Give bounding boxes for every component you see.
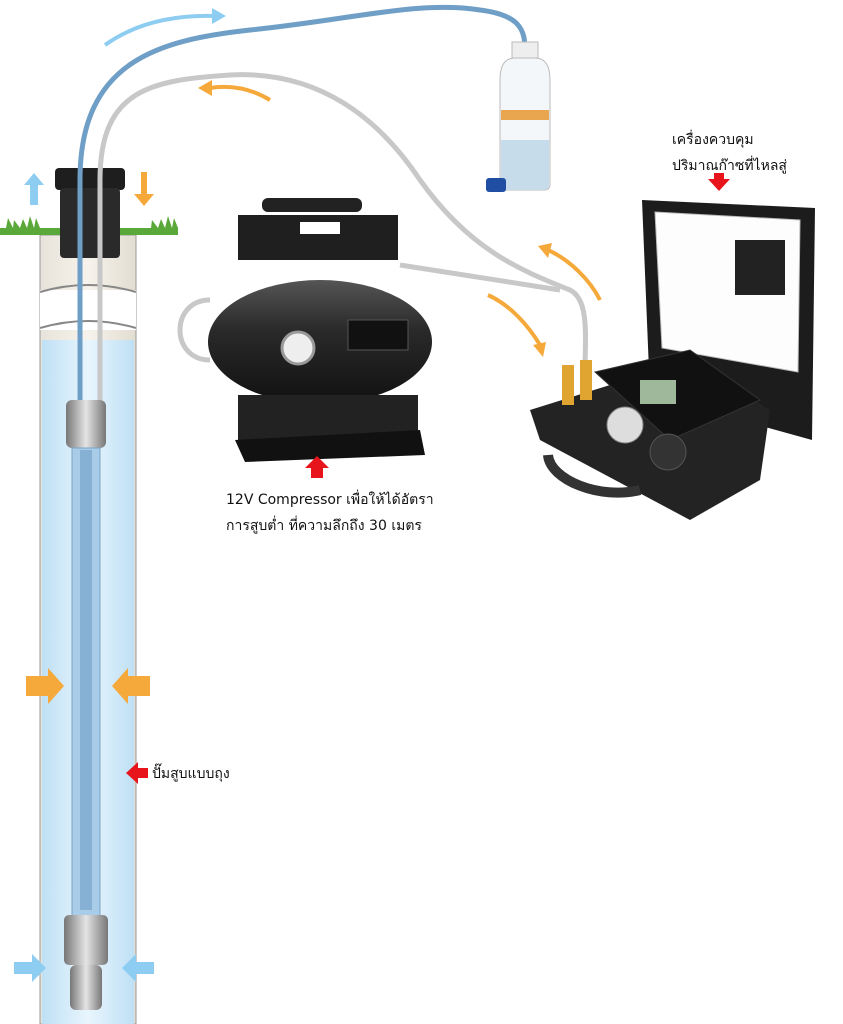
flow-arrows — [14, 8, 602, 982]
controller-label-line2: ปริมาณก๊าซที่ไหลสู่ — [672, 158, 787, 174]
discharge-tube — [77, 4, 528, 400]
down-arrow-icon — [134, 172, 154, 206]
compressor-label-line1: 12V Compressor เพื่อให้ได้อัตรา — [226, 492, 434, 508]
well-cap — [55, 168, 125, 258]
callout-arrows — [126, 173, 730, 784]
inward-arrow-right-icon — [112, 668, 150, 704]
pump-arrow-icon — [126, 762, 148, 784]
air-supply-tube — [97, 72, 589, 400]
control-unit — [530, 200, 815, 520]
compressor — [177, 198, 561, 462]
controller-label-line1: เครื่องควบคุม — [672, 132, 754, 148]
compressor-arrow-icon — [305, 456, 329, 478]
bladder-pump — [64, 400, 108, 1010]
compressor-label-line2: การสูบต่ำ ที่ความลึกถึง 30 เมตร — [226, 518, 422, 534]
up-arrow-icon — [24, 173, 44, 205]
sample-bottle — [486, 41, 551, 192]
grass — [0, 216, 178, 235]
pump-label: ปั๊มสูบแบบถุง — [152, 766, 230, 782]
inward-arrow-left-icon — [26, 668, 64, 704]
controller-arrow-icon — [708, 173, 730, 191]
